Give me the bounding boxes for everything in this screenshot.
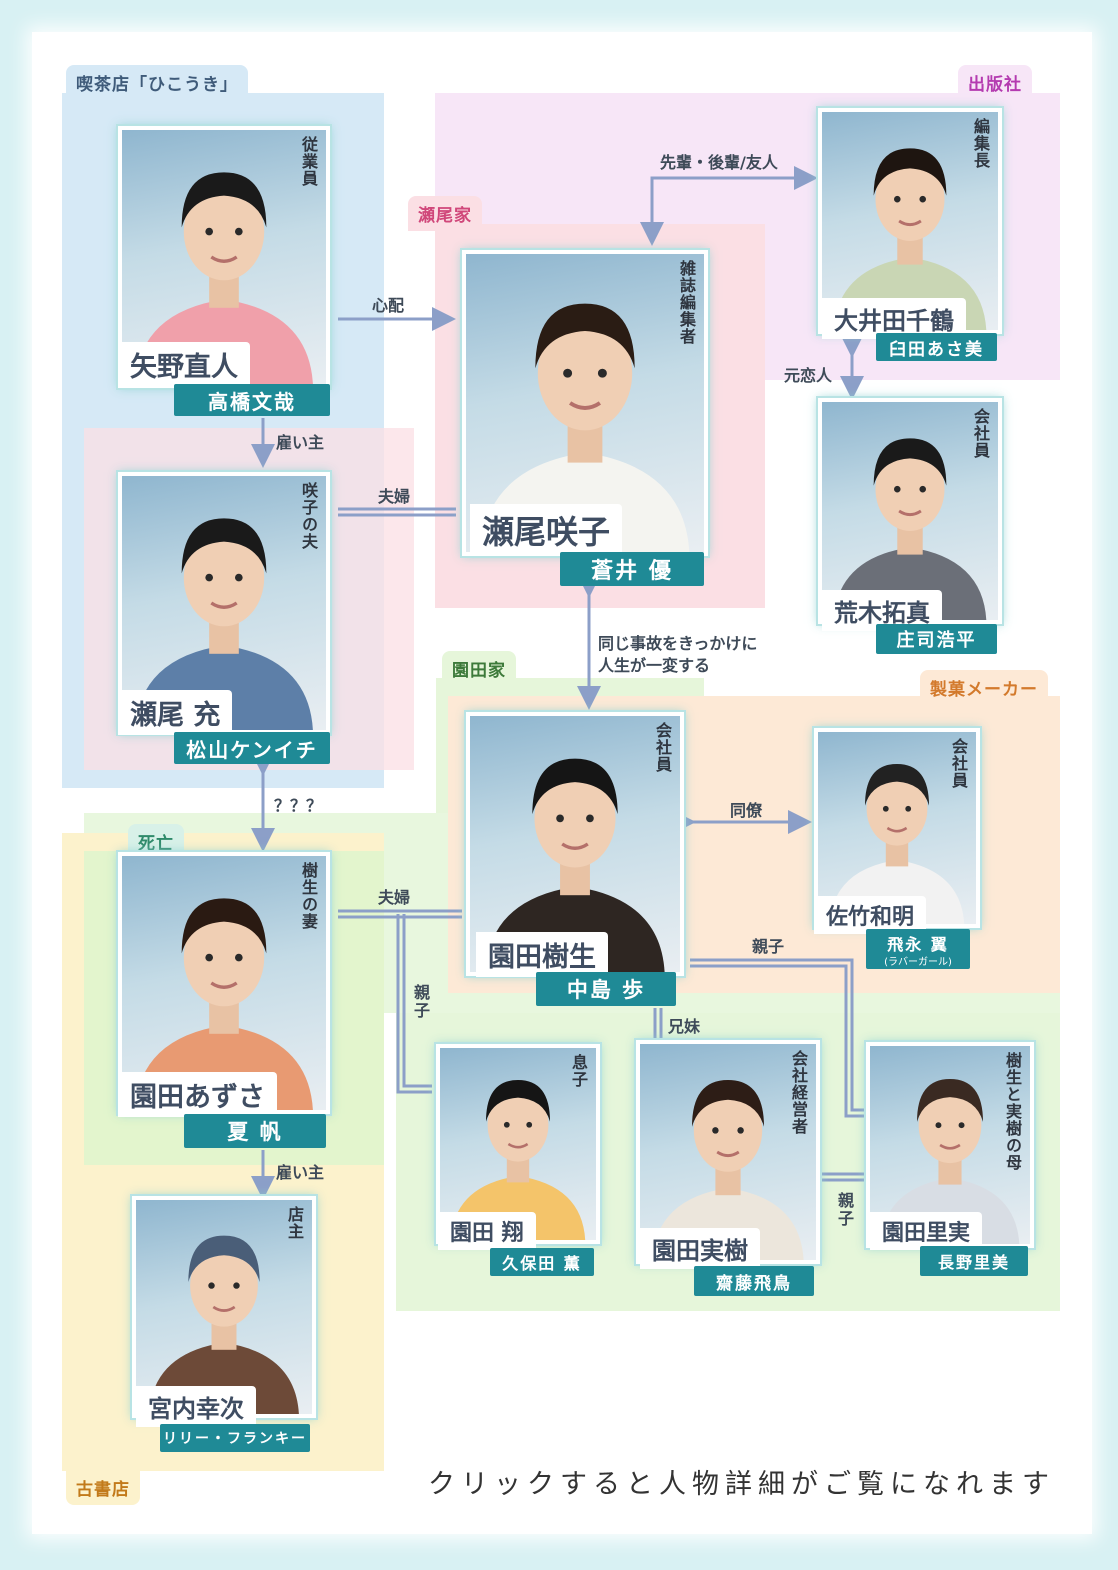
rel-shinpai: 心配 <box>372 296 405 315</box>
group-label-sonodake: 園田家 <box>442 651 516 686</box>
character-name-yano[interactable]: 矢野直人 <box>118 342 250 387</box>
rel-question: ？？？ <box>274 796 323 815</box>
character-name-miyauchi[interactable]: 宮内幸次 <box>136 1386 256 1427</box>
actor-name-itsuki[interactable]: 中島 歩 <box>536 972 676 1006</box>
actor-name-text: 蒼井 優 <box>591 559 673 584</box>
role-label: 会社員 <box>653 722 672 773</box>
rel-fuufu-1: 夫婦 <box>378 487 411 506</box>
actor-name-azusa[interactable]: 夏 帆 <box>184 1114 326 1148</box>
actor-name-satomi[interactable]: 長野里美 <box>920 1246 1028 1276</box>
actor-name-miki[interactable]: 齋藤飛鳥 <box>694 1266 814 1296</box>
rel-accident-1: 同じ事故をきっかけに <box>598 634 758 653</box>
character-name-miki[interactable]: 園田実樹 <box>640 1228 760 1269</box>
actor-name-text: 久保田 薫 <box>502 1254 582 1273</box>
role-label: 樹生の妻 <box>299 862 318 930</box>
group-label-seika: 製菓メーカー <box>920 670 1048 705</box>
actor-name-text: 庄司浩平 <box>896 630 977 651</box>
card-sho[interactable]: 息子 <box>436 1044 600 1244</box>
group-label-seoke: 瀬尾家 <box>408 196 482 231</box>
actor-name-text: 飛永 翼 <box>887 934 949 954</box>
rel-accident-2: 人生が一変する <box>598 656 711 675</box>
rel-oyako-1: 親子 <box>411 984 430 1020</box>
rel-kyoudai: 兄妹 <box>668 1017 701 1036</box>
role-label: 咲子の夫 <box>299 482 318 550</box>
rel-oyako-3: 親子 <box>835 1192 854 1228</box>
rel-yatoinushi-1: 雇い主 <box>276 433 325 452</box>
actor-name-text: 臼田あさ美 <box>889 339 984 360</box>
actor-name-ooida[interactable]: 臼田あさ美 <box>876 333 997 361</box>
actor-name-text: 齋藤飛鳥 <box>716 1273 792 1294</box>
actor-name-araki[interactable]: 庄司浩平 <box>876 624 997 654</box>
photo-araki[interactable]: 会社員 <box>818 398 1002 624</box>
rel-oyako-2: 親子 <box>752 937 785 956</box>
character-name-azusa[interactable]: 園田あずさ <box>118 1072 277 1117</box>
actor-name-yano[interactable]: 高橋文哉 <box>174 384 330 416</box>
actor-name-mitsuru[interactable]: 松山ケンイチ <box>174 732 330 764</box>
actor-name-sakiko[interactable]: 蒼井 優 <box>560 552 704 586</box>
actor-name-text: 長野里美 <box>937 1253 1010 1272</box>
rel-yatoinushi-2: 雇い主 <box>276 1163 325 1182</box>
footer-note: クリックすると人物詳細がご覧になれます <box>428 1469 1055 1500</box>
group-label-kissaten: 喫茶店「ひこうき」 <box>66 65 248 100</box>
role-label: 店主 <box>285 1206 304 1240</box>
role-label: 雑誌編集者 <box>677 260 696 345</box>
photo-sho[interactable]: 息子 <box>436 1044 600 1244</box>
actor-name-text: 松山ケンイチ <box>186 737 318 762</box>
character-name-itsuki[interactable]: 園田樹生 <box>476 932 608 977</box>
role-label: 従業員 <box>299 136 318 187</box>
rel-fuufu-2: 夫婦 <box>378 888 411 907</box>
character-name-ooida[interactable]: 大井田千鶴 <box>822 298 966 339</box>
character-name-satomi[interactable]: 園田里実 <box>870 1212 983 1250</box>
actor-name-sub: (ラバーガール) <box>884 956 952 968</box>
character-name-mitsuru[interactable]: 瀬尾 充 <box>118 690 233 735</box>
group-label-shuppansha: 出版社 <box>958 65 1032 100</box>
role-label: 編集長 <box>971 118 990 169</box>
role-label: 会社員 <box>949 738 968 789</box>
actor-name-text: 中島 歩 <box>566 978 646 1002</box>
role-label: 会社経営者 <box>789 1050 808 1135</box>
actor-name-satake[interactable]: 飛永 翼 (ラバーガール) <box>866 929 970 969</box>
character-name-sakiko[interactable]: 瀬尾咲子 <box>470 504 623 556</box>
character-name-sho[interactable]: 園田 翔 <box>438 1212 536 1250</box>
rel-senpai: 先輩・後輩/友人 <box>660 153 778 172</box>
character-name-satake[interactable]: 佐竹和明 <box>814 896 927 934</box>
card-miyauchi[interactable]: 店主 <box>132 1196 316 1418</box>
actor-name-sho[interactable]: 久保田 薫 <box>490 1248 594 1276</box>
card-araki[interactable]: 会社員 <box>818 398 1002 624</box>
rel-douryou: 同僚 <box>730 801 763 820</box>
rel-motokoibito: 元恋人 <box>784 366 833 385</box>
role-label: 樹生と実樹の母 <box>1003 1052 1022 1171</box>
actor-name-text: リリー・フランキー <box>163 1431 307 1447</box>
role-label: 息子 <box>569 1054 588 1088</box>
actor-name-text: 夏 帆 <box>227 1120 283 1144</box>
actor-name-miyauchi[interactable]: リリー・フランキー <box>160 1424 310 1452</box>
role-label: 会社員 <box>971 408 990 459</box>
actor-name-text: 高橋文哉 <box>208 389 296 414</box>
photo-miyauchi[interactable]: 店主 <box>132 1196 316 1418</box>
group-label-kosho: 古書店 <box>66 1470 140 1505</box>
